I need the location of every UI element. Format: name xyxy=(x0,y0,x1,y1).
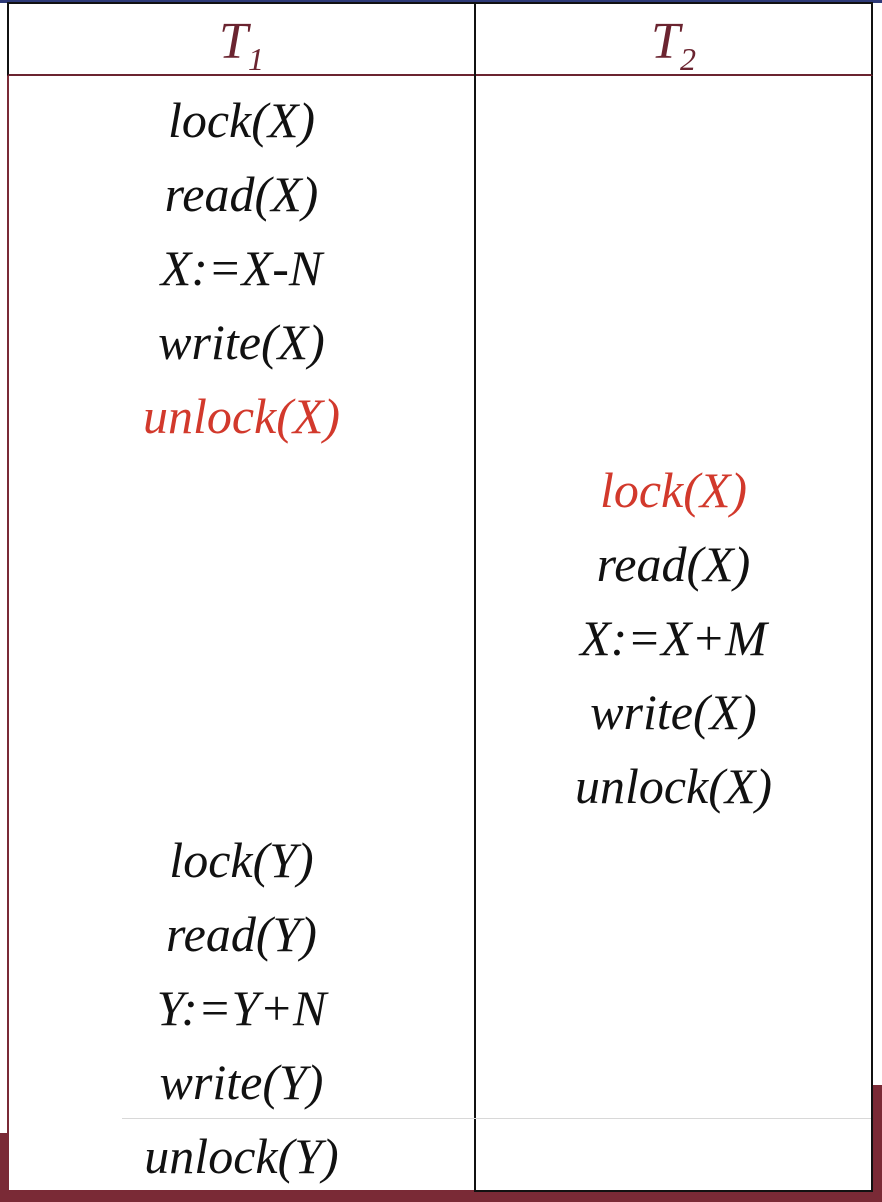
header-row xyxy=(7,2,873,76)
t1-op-assign-y: Y:=Y+N xyxy=(156,980,327,1036)
t1-op-lock-x: lock(X) xyxy=(167,92,316,148)
column-divider xyxy=(474,2,476,1192)
row-separator xyxy=(122,1118,871,1119)
t2-op-lock-x: lock(X) xyxy=(599,462,748,518)
t1-op-unlock-y: unlock(Y) xyxy=(144,1128,339,1184)
t1-op-write-y: write(Y) xyxy=(159,1054,324,1110)
top-accent-line xyxy=(0,0,882,3)
header-t2-sub: 2 xyxy=(679,41,696,77)
t1-op-write-x: write(X) xyxy=(158,314,325,370)
t1-op-read-x: read(X) xyxy=(164,166,319,222)
t2-op-assign-x: X:=X+M xyxy=(580,610,767,666)
t1-op-read-y: read(Y) xyxy=(166,906,317,962)
t2-op-read-x: read(X) xyxy=(596,536,751,592)
t2-op-unlock-x: unlock(X) xyxy=(574,758,773,814)
header-t1-base: T xyxy=(219,13,248,70)
t2-op-write-x: write(X) xyxy=(590,684,757,740)
t1-op-lock-y: lock(Y) xyxy=(169,832,314,888)
header-t1: T1 xyxy=(9,10,474,77)
schedule-table: T1 T2 lock(X) read(X) X:=X-N write(X) un… xyxy=(7,2,873,1192)
t1-column xyxy=(7,76,476,1192)
t1-op-unlock-x: unlock(X) xyxy=(142,388,341,444)
header-t2-base: T xyxy=(651,13,680,70)
t1-op-assign-x: X:=X-N xyxy=(160,240,323,296)
footer-band-edge xyxy=(870,1085,882,1202)
header-t1-sub: 1 xyxy=(247,41,264,77)
t2-column xyxy=(474,76,873,1192)
header-t2: T2 xyxy=(476,10,871,77)
